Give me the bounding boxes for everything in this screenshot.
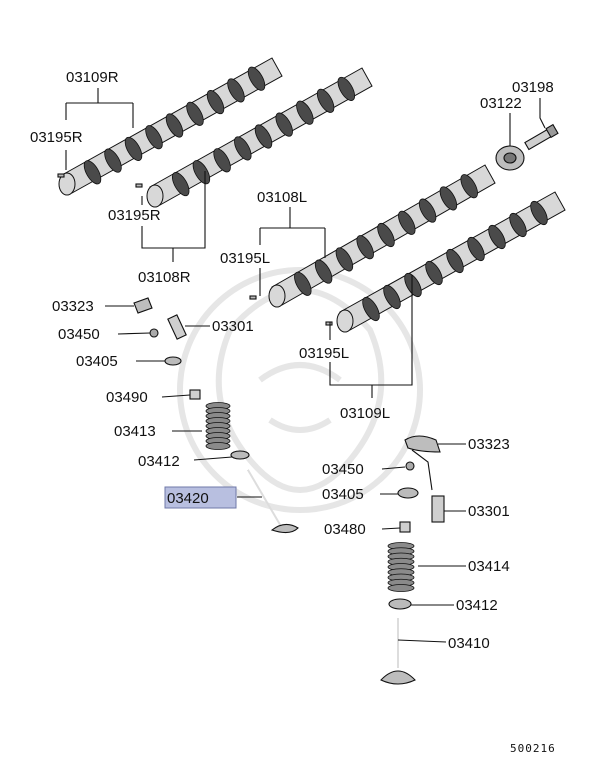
cam-lobe xyxy=(509,212,527,238)
cam-lobe xyxy=(377,222,395,248)
cam-lobe xyxy=(404,272,422,298)
dowel-pin-l1[interactable] xyxy=(249,295,257,300)
callout-03108L[interactable]: 03108L xyxy=(257,189,307,206)
cam-lobe xyxy=(171,172,190,197)
callout-03480[interactable]: 03480 xyxy=(324,521,366,538)
callout-03109L[interactable]: 03109L xyxy=(340,405,390,422)
callout-03414[interactable]: 03414 xyxy=(468,558,510,575)
cam-lobe xyxy=(425,260,443,286)
callout-03412-left[interactable]: 03412 xyxy=(138,453,180,470)
callout-03412-right[interactable]: 03412 xyxy=(456,597,498,614)
diagram-code: 500216 xyxy=(510,742,556,755)
callout-03195L-top[interactable]: 03195L xyxy=(220,250,270,267)
valve-seal-left[interactable] xyxy=(189,389,201,400)
valve-retainer-right[interactable] xyxy=(397,487,419,499)
camshaft-right-bank-1[interactable] xyxy=(58,57,283,196)
dowel-pin-r2[interactable] xyxy=(135,183,143,188)
lash-adjuster-left[interactable] xyxy=(167,314,187,340)
callout-03405-left[interactable]: 03405 xyxy=(76,353,118,370)
cam-lobe xyxy=(530,200,548,226)
callout-labels: 03109R 03195R 03195R 03108R 03198 03122 … xyxy=(30,69,556,755)
camshaft-right-bank-2[interactable] xyxy=(146,67,373,208)
intake-valve-left[interactable] xyxy=(247,469,299,534)
callout-03109R[interactable]: 03109R xyxy=(66,69,119,86)
cam-lobe xyxy=(104,148,122,173)
cam-lobe xyxy=(213,148,231,173)
cam-lobe xyxy=(254,124,273,149)
callout-03301-right[interactable]: 03301 xyxy=(468,503,510,520)
callout-03195L-bottom[interactable]: 03195L xyxy=(299,345,349,362)
cam-lobe xyxy=(206,90,225,115)
cam-lobe xyxy=(439,186,458,211)
callout-03450-left[interactable]: 03450 xyxy=(58,326,100,343)
exhaust-valve-right[interactable] xyxy=(380,618,416,685)
callout-03323-right[interactable]: 03323 xyxy=(468,436,510,453)
spring-seat-left[interactable] xyxy=(230,450,250,460)
cam-bolt-part[interactable] xyxy=(524,123,559,151)
callout-03405-right[interactable]: 03405 xyxy=(322,486,364,503)
valve-spring-left[interactable] xyxy=(205,402,231,450)
cam-lobe xyxy=(356,235,374,260)
cam-lobe xyxy=(467,236,485,262)
spring-coil xyxy=(387,584,415,592)
dowel-pin-r1[interactable] xyxy=(57,173,65,178)
dowel-pin-l2[interactable] xyxy=(325,321,333,326)
spring-seat-right[interactable] xyxy=(388,598,412,610)
callout-03450-right[interactable]: 03450 xyxy=(322,461,364,478)
cam-lobe xyxy=(383,284,401,310)
callout-03198[interactable]: 03198 xyxy=(512,79,554,96)
callout-03410[interactable]: 03410 xyxy=(448,635,490,652)
camshaft-left-bank-2[interactable] xyxy=(336,191,566,333)
cam-lobe xyxy=(362,296,380,322)
camshaft-left-bank-1[interactable] xyxy=(268,164,496,308)
cam-lobe xyxy=(460,174,478,199)
cam-lobe xyxy=(316,88,335,113)
callout-03490[interactable]: 03490 xyxy=(106,389,148,406)
callout-03108R[interactable]: 03108R xyxy=(138,269,191,286)
leader-lines xyxy=(65,88,546,643)
valve-spring-right[interactable] xyxy=(387,542,415,592)
rocker-arm-right[interactable] xyxy=(404,435,441,453)
callout-03195R-top[interactable]: 03195R xyxy=(30,129,83,146)
cam-lobe xyxy=(247,66,266,91)
cam-lobe xyxy=(314,259,333,284)
valve-seal-right[interactable] xyxy=(399,521,411,533)
cam-lobe xyxy=(418,198,437,223)
valve-retainer-left[interactable] xyxy=(164,356,182,366)
cam-lobe xyxy=(275,112,293,137)
callout-03420-highlight xyxy=(164,486,237,509)
adjuster-left[interactable] xyxy=(149,328,159,338)
cam-lobe xyxy=(192,160,211,185)
cam-lobe xyxy=(165,113,184,138)
cam-lobe xyxy=(186,101,204,126)
cam-sprocket-part[interactable] xyxy=(495,145,525,171)
callout-03301-left[interactable]: 03301 xyxy=(212,318,254,335)
cam-lobe xyxy=(488,224,506,250)
callout-03413[interactable]: 03413 xyxy=(114,423,156,440)
callout-03323-left[interactable]: 03323 xyxy=(52,298,94,315)
rocker-arm-left[interactable] xyxy=(133,297,153,314)
cam-lobe xyxy=(446,248,464,274)
adjuster-right[interactable] xyxy=(405,461,415,471)
lash-adjuster-right[interactable] xyxy=(431,495,445,523)
callout-03420[interactable]: 03420 xyxy=(167,490,209,507)
cam-lobe xyxy=(398,210,416,235)
cam-lobe xyxy=(227,78,245,103)
cam-lobe xyxy=(234,136,252,161)
cam-lobe xyxy=(296,100,314,125)
spring-coil xyxy=(205,442,231,450)
callout-03122[interactable]: 03122 xyxy=(480,95,522,112)
cam-lobe xyxy=(145,125,163,150)
cam-lobe xyxy=(335,247,354,272)
callout-03195R-mid[interactable]: 03195R xyxy=(108,207,161,224)
cam-lobe xyxy=(294,271,312,296)
cam-lobe xyxy=(83,160,102,185)
cam-lobe xyxy=(337,76,356,101)
cam-lobe xyxy=(124,136,143,161)
